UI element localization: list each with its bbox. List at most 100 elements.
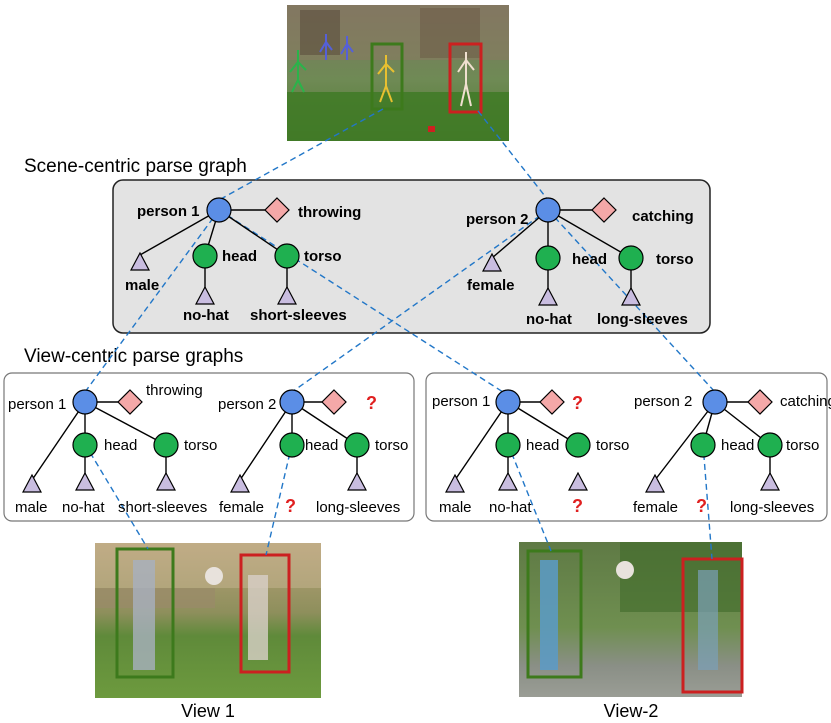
view2-person-2-node	[702, 389, 728, 415]
view2-box-person-1	[526, 549, 583, 679]
scene-person-2-hat-label: no-hat	[526, 311, 572, 328]
view2-person-1-action-missing: ?	[572, 393, 583, 413]
view2-person-2-action-label: catching	[780, 393, 831, 410]
view2-person-2-head-node	[690, 432, 716, 458]
scene-person-2-action-node	[591, 197, 617, 223]
view2-person-2-head-label: head	[721, 437, 754, 454]
view1-person-2-sleeves-label: long-sleeves	[316, 499, 400, 516]
scene-person-1-action-node	[264, 197, 290, 223]
scene-person-1-action-label: throwing	[298, 204, 361, 221]
view1-person-2-label: person 2	[218, 396, 276, 413]
view1-person-1-head-label: head	[104, 437, 137, 454]
skeleton-white	[457, 52, 475, 107]
view2-person-1-head-label: head	[526, 437, 559, 454]
scene-person-1-label: person 1	[137, 203, 200, 220]
view2-person-2-torso-label: torso	[786, 437, 819, 454]
view2-person-2-gender-node	[645, 473, 665, 493]
view1-person-1-sleeves-label: short-sleeves	[118, 499, 207, 516]
view1-person-2-torso-node	[344, 432, 370, 458]
view2-person-1-torso-node	[565, 432, 591, 458]
scene-person-2-hat-node	[538, 286, 558, 306]
view1-person-1-torso-label: torso	[184, 437, 217, 454]
view2-person-1-sleeves-missing: ?	[572, 496, 583, 516]
view1-person-2-head-node	[279, 432, 305, 458]
view1-graph-panel	[3, 372, 415, 522]
skeleton-blue	[319, 34, 354, 60]
view1-person-2-node	[279, 389, 305, 415]
view1-person-1-sleeves-node	[156, 471, 176, 491]
scene-person-2-gender-label: female	[467, 277, 515, 294]
view1-person-2-action-missing: ?	[366, 393, 377, 413]
view1-box-person-2	[239, 553, 291, 674]
view1-person-2-action-node	[321, 389, 347, 415]
scene-person-2-head-label: head	[572, 251, 607, 268]
scene-person-1-gender-node	[130, 251, 150, 271]
scene-person-2: person 2 catching head torso female no-h…	[466, 197, 694, 328]
view2-person-1-gender-node	[445, 473, 465, 493]
view2-person-1-label: person 1	[432, 393, 490, 410]
view1-person-2-sleeves-node	[347, 471, 367, 491]
view2-caption: View-2	[604, 701, 659, 721]
skeleton-yellow	[377, 55, 395, 103]
view1-person-1-head-node	[72, 432, 98, 458]
scene-photo	[287, 5, 509, 141]
view2-person-2-hat-missing: ?	[696, 496, 707, 516]
view1-person-1-label: person 1	[8, 396, 66, 413]
view2-person-1: person 1 ? head torso male no-hat ?	[432, 389, 629, 516]
scene-person-2-label: person 2	[466, 211, 529, 228]
view2-person-2: person 2 catching head torso female ? lo…	[633, 389, 831, 516]
scene-graph-panel	[112, 179, 711, 334]
view2-person-1-gender-label: male	[439, 499, 472, 516]
view1-person-1-action-label: throwing	[146, 382, 203, 399]
view2-photo	[519, 542, 744, 697]
scene-person-2-gender-node	[482, 252, 502, 272]
view1-person-2-gender-label: female	[219, 499, 264, 516]
scene-graph-heading: Scene-centric parse graph	[24, 156, 247, 177]
view-graph-heading: View-centric parse graphs	[24, 346, 243, 367]
view2-person-2-label: person 2	[634, 393, 692, 410]
view1-person-2-torso-label: torso	[375, 437, 408, 454]
scene-person-1-head-node	[192, 243, 218, 269]
view2-box-person-2	[681, 557, 744, 694]
view1-person-1-action-node	[117, 389, 143, 415]
scene-person-1-torso-label: torso	[304, 248, 342, 265]
view2-person-1-hat-node	[498, 471, 518, 491]
view1-person-1-hat-node	[75, 471, 95, 491]
view2-person-1-torso-label: torso	[596, 437, 629, 454]
scene-person-2-node	[535, 197, 561, 223]
scene-person-2-sleeves-node	[621, 286, 641, 306]
scene-box-person-2	[448, 42, 483, 114]
view2-person-1-head-node	[495, 432, 521, 458]
view1-person-1-torso-node	[153, 432, 179, 458]
view2-person-1-node	[495, 389, 521, 415]
view2-graph-panel	[425, 372, 828, 522]
view1-person-1-gender-label: male	[15, 499, 48, 516]
scene-person-1-head-label: head	[222, 248, 257, 265]
scene-person-1: person 1 throwing head torso male no-hat…	[125, 197, 361, 324]
view2-person-2-sleeves-label: long-sleeves	[730, 499, 814, 516]
scene-person-1-sleeves-label: short-sleeves	[250, 307, 347, 324]
scene-person-1-hat-node	[195, 285, 215, 305]
skeleton-green	[289, 50, 307, 93]
view1-photo	[95, 543, 321, 698]
view2-person-1-sleeves-node	[568, 471, 588, 491]
view2-person-2-sleeves-node	[760, 471, 780, 491]
view1-person-2: person 2 ? head torso female ? long-slee…	[218, 389, 408, 516]
view2-person-2-torso-node	[757, 432, 783, 458]
view1-person-1-hat-label: no-hat	[62, 499, 105, 516]
view1-caption: View 1	[181, 701, 235, 721]
scene-box-person-1	[370, 42, 404, 111]
view1-person-2-gender-node	[230, 473, 250, 493]
view1-person-1-gender-node	[22, 473, 42, 493]
scene-person-2-action-label: catching	[632, 208, 694, 225]
view2-person-1-hat-label: no-hat	[489, 499, 532, 516]
view1-box-person-1	[115, 547, 175, 679]
view1-person-2-head-label: head	[305, 437, 338, 454]
view2-person-2-action-node	[747, 389, 773, 415]
scene-person-1-node	[206, 197, 232, 223]
scene-person-2-torso-label: torso	[656, 251, 694, 268]
scene-person-1-gender-label: male	[125, 277, 159, 294]
view2-person-2-gender-label: female	[633, 499, 678, 516]
